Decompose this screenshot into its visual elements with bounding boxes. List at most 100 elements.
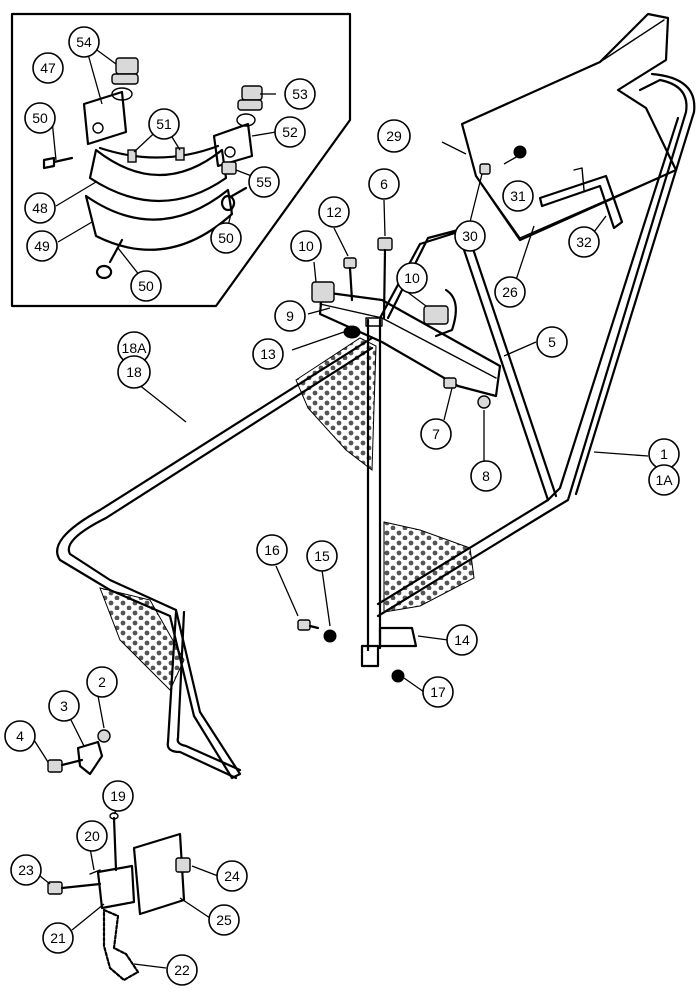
svg-text:21: 21 xyxy=(50,930,66,946)
svg-text:49: 49 xyxy=(34,238,50,254)
svg-text:51: 51 xyxy=(156,116,172,132)
clamp-band-48 xyxy=(88,148,228,202)
svg-text:12: 12 xyxy=(326,204,342,220)
bolt-stack-53 xyxy=(236,85,263,127)
callout-2: 2 xyxy=(86,666,118,698)
svg-text:7: 7 xyxy=(432,426,440,442)
callout-50-b: 50 xyxy=(210,222,242,254)
callout-17: 17 xyxy=(422,676,454,708)
svg-text:15: 15 xyxy=(314,548,330,564)
svg-text:25: 25 xyxy=(216,912,232,928)
callout-6: 6 xyxy=(368,168,400,200)
callout-49: 49 xyxy=(26,230,58,262)
svg-text:1: 1 xyxy=(660,446,668,462)
svg-text:3: 3 xyxy=(60,698,68,714)
rivet-50-a xyxy=(42,156,74,170)
svg-text:20: 20 xyxy=(84,828,100,844)
callout-12: 12 xyxy=(318,196,350,228)
svg-text:10: 10 xyxy=(404,270,420,286)
grille-guard-assembly xyxy=(56,12,696,780)
callout-5: 5 xyxy=(536,326,568,358)
plate-25 xyxy=(132,832,186,916)
svg-text:9: 9 xyxy=(286,308,294,324)
svg-text:10: 10 xyxy=(298,238,314,254)
callout-51: 51 xyxy=(148,108,180,140)
rubber-block-10-right xyxy=(423,305,449,325)
callout-29: 29 xyxy=(377,119,411,153)
callout-19: 19 xyxy=(102,780,134,812)
callout-10-b: 10 xyxy=(396,262,428,294)
bolt-stack-54 xyxy=(111,57,139,101)
svg-text:32: 32 xyxy=(576,234,592,250)
latch-block-21 xyxy=(96,864,136,910)
callout-31: 31 xyxy=(502,180,534,212)
rivet-51-b xyxy=(175,147,185,161)
callout-14: 14 xyxy=(446,624,478,656)
callout-24: 24 xyxy=(216,860,248,892)
callout-23: 23 xyxy=(10,854,42,886)
svg-text:1A: 1A xyxy=(655,472,673,488)
callout-15: 15 xyxy=(306,540,338,572)
svg-text:50: 50 xyxy=(138,278,154,294)
clip-3 xyxy=(76,740,104,776)
svg-text:6: 6 xyxy=(380,176,388,192)
callout-20: 20 xyxy=(76,820,108,852)
callout-50-a: 50 xyxy=(24,102,56,134)
nut-55 xyxy=(221,161,237,175)
svg-text:22: 22 xyxy=(174,962,190,978)
svg-text:26: 26 xyxy=(502,284,518,300)
tube-frame-18 xyxy=(56,336,374,780)
bracket-52 xyxy=(212,122,254,168)
perforated-panel-lower xyxy=(383,521,475,613)
svg-text:55: 55 xyxy=(256,174,272,190)
svg-text:18A: 18A xyxy=(122,340,148,356)
svg-text:24: 24 xyxy=(224,868,240,884)
svg-text:47: 47 xyxy=(40,60,56,76)
rivet-50-c xyxy=(95,238,124,280)
svg-text:50: 50 xyxy=(32,110,48,126)
callout-22: 22 xyxy=(166,954,198,986)
strap-32 xyxy=(538,174,624,230)
callout-32: 32 xyxy=(568,226,600,258)
callout-1: 1 xyxy=(648,438,680,470)
handle-22 xyxy=(102,908,140,982)
callout-1a: 1A xyxy=(648,464,680,496)
svg-text:8: 8 xyxy=(482,468,490,484)
bracket-14 xyxy=(360,626,418,668)
svg-text:48: 48 xyxy=(32,200,48,216)
callout-10-a: 10 xyxy=(290,230,322,262)
callout-13: 13 xyxy=(252,338,284,370)
callout-8: 8 xyxy=(470,460,502,492)
callout-48: 48 xyxy=(24,192,56,224)
callout-52: 52 xyxy=(274,116,306,148)
inset-detail-panel xyxy=(10,12,352,308)
svg-text:53: 53 xyxy=(292,86,308,102)
shield-bracket-26 xyxy=(460,12,678,242)
svg-text:30: 30 xyxy=(462,228,478,244)
callout-18: 18 xyxy=(117,355,151,389)
svg-text:31: 31 xyxy=(510,188,526,204)
perforated-panel-upper xyxy=(295,337,377,471)
callout-26: 26 xyxy=(494,276,526,308)
svg-text:4: 4 xyxy=(16,728,24,744)
callout-50-c: 50 xyxy=(130,270,162,302)
crossbar-9 xyxy=(318,290,502,398)
perforated-panel-left xyxy=(99,587,185,691)
svg-text:2: 2 xyxy=(98,674,106,690)
rivet-51-a xyxy=(127,149,137,163)
callout-9: 9 xyxy=(274,300,306,332)
callout-21: 21 xyxy=(42,922,74,954)
svg-text:54: 54 xyxy=(76,34,92,50)
svg-text:18: 18 xyxy=(126,364,142,380)
svg-text:17: 17 xyxy=(430,684,446,700)
callout-18a: 18A xyxy=(117,331,151,365)
callouts: 54 47 50 51 53 52 55 48 49 50 50 29 31 3… xyxy=(4,26,680,986)
tube-frame-1 xyxy=(376,72,696,618)
callout-54: 54 xyxy=(68,26,100,58)
svg-text:23: 23 xyxy=(18,862,34,878)
callout-4: 4 xyxy=(4,720,36,752)
svg-text:13: 13 xyxy=(260,346,276,362)
svg-text:16: 16 xyxy=(264,542,280,558)
